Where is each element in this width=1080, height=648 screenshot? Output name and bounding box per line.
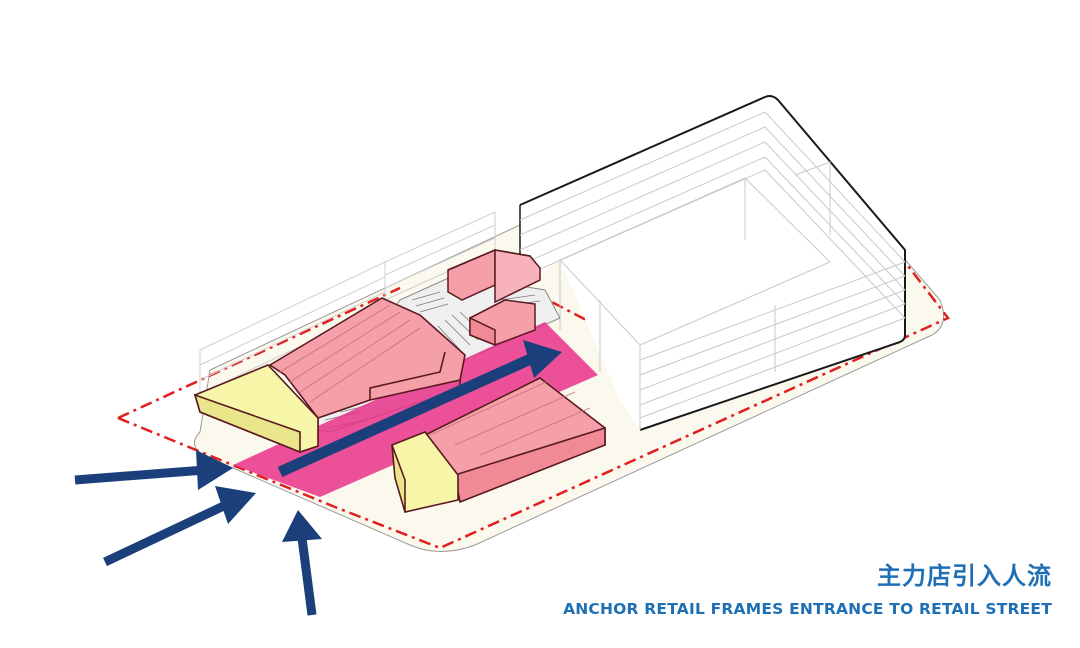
entrance-block-left bbox=[193, 364, 319, 454]
arrow-icon bbox=[103, 486, 256, 567]
anchor-block-small-rear bbox=[447, 248, 541, 304]
caption-title-zh: 主力店引入人流 bbox=[877, 562, 1052, 590]
anchor-block-small-mid bbox=[469, 299, 536, 347]
arrow-icon bbox=[74, 450, 233, 490]
arrow-icon bbox=[277, 340, 562, 478]
entrance-block-front bbox=[391, 431, 459, 513]
arrow-icon bbox=[282, 510, 322, 616]
caption-title-en: ANCHOR RETAIL FRAMES ENTRANCE TO RETAIL … bbox=[563, 600, 1052, 618]
flow-arrows bbox=[74, 340, 562, 616]
white-massing-block bbox=[519, 95, 906, 431]
